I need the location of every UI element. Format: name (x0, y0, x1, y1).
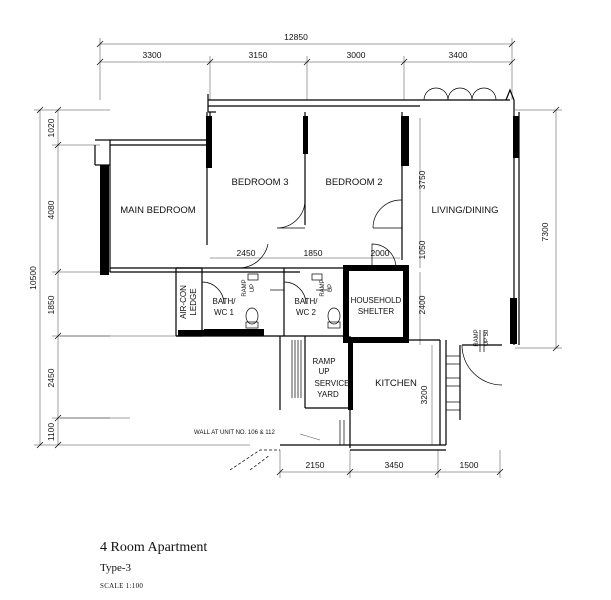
label-ramp-sy-b: UP (318, 367, 329, 376)
inner-dimensions: 3750 1050 2400 3200 2450 1850 2000 (210, 118, 433, 445)
right-dimensions: 7300 (515, 106, 562, 352)
dim-top-1: 3300 (143, 50, 162, 60)
plan-scale: SCALE 1:100 (100, 582, 144, 590)
bottom-dimensions: 2150 3450 1500 (276, 450, 504, 478)
label-main-bedroom: MAIN BEDROOM (120, 205, 196, 216)
dim-mid-2450: 2450 (237, 248, 256, 258)
dim-mid-1850: 1850 (304, 248, 323, 258)
dim-top-2: 3150 (249, 50, 268, 60)
label-bedroom-3: BEDROOM 3 (231, 177, 288, 188)
wall-note: WALL AT UNIT NO. 106 & 112 (194, 430, 321, 471)
dim-bottom-2: 3450 (385, 460, 404, 470)
dim-left-3: 1850 (46, 295, 56, 314)
dim-top-total: 12850 (284, 32, 308, 42)
label-ramp-b1-a: RAMP (242, 279, 248, 296)
dim-left-1: 1020 (46, 118, 56, 137)
dim-2400: 2400 (417, 295, 427, 314)
label-kitchen: KITCHEN (375, 378, 417, 389)
label-ramp-b2-a: RAMP (320, 279, 326, 296)
label-shelter-a: HOUSEHOLD (351, 296, 402, 305)
label-aircon-b: LEDGE (189, 288, 198, 315)
dim-3750: 3750 (417, 170, 427, 189)
room-labels: MAIN BEDROOM BEDROOM 3 BEDROOM 2 LIVING/… (120, 177, 498, 399)
label-ramp-b2-b: UP (328, 284, 334, 292)
label-service-a: SERVICE (315, 379, 350, 388)
label-living-dining: LIVING/DINING (431, 205, 498, 216)
dim-top-3: 3000 (347, 50, 366, 60)
dim-left-5: 1100 (46, 423, 56, 442)
label-bath1-b: WC 1 (214, 308, 235, 317)
dim-bottom-3: 1500 (460, 460, 479, 470)
label-ramp50-b: UP 50 (484, 329, 490, 346)
dim-top-4: 3400 (449, 50, 468, 60)
plan-subtitle: Type-3 (100, 562, 131, 574)
label-ramp50-a: RAMP (474, 329, 480, 346)
label-service-b: YARD (317, 390, 339, 399)
plan-title: 4 Room Apartment (100, 540, 208, 555)
dim-right-total: 7300 (540, 222, 550, 241)
left-dimensions: 10500 1020 4080 1850 2450 1100 (28, 106, 250, 449)
dim-left-2: 4080 (46, 200, 56, 219)
dim-left-4: 2450 (46, 368, 56, 387)
label-bedroom-2: BEDROOM 2 (325, 177, 382, 188)
walls (60, 87, 520, 451)
label-shelter-b: SHELTER (358, 307, 395, 316)
top-dimensions: 12850 3300 3150 3000 3400 (96, 32, 516, 100)
dim-mid-2000: 2000 (371, 248, 390, 258)
fixtures (201, 273, 485, 352)
label-aircon-a: AIR-CON (179, 285, 188, 319)
dim-left-total: 10500 (28, 266, 38, 290)
dim-bottom-1: 2150 (306, 460, 325, 470)
label-ramp-b1-b: UP (250, 284, 256, 292)
label-ramp-sy-a: RAMP (312, 357, 335, 366)
label-bath1-a: BATH/ (213, 297, 237, 306)
label-bath2-b: WC 2 (296, 308, 317, 317)
dim-3200: 3200 (419, 385, 429, 404)
dim-1050: 1050 (417, 240, 427, 259)
wall-note-text: WALL AT UNIT NO. 106 & 112 (194, 430, 275, 436)
label-bath2-a: BATH/ (295, 297, 319, 306)
